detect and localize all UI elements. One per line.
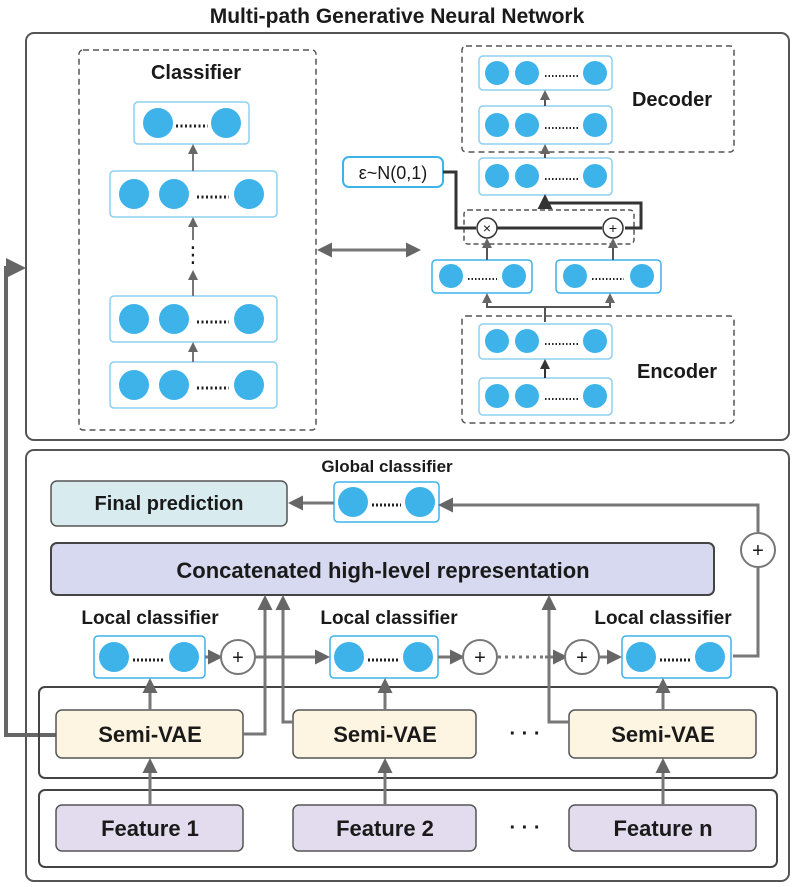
encoder-label: Encoder [637, 361, 717, 383]
noise-path [443, 170, 476, 230]
aggregate-plus-symbol: + [752, 540, 764, 562]
mu-layer [555, 259, 662, 294]
semi-vae-ellipsis: · · · [509, 723, 540, 745]
feature-ellipsis: · · · [509, 817, 540, 839]
decoder-group [461, 45, 735, 153]
local-classifier-2-label: Local classifier [320, 608, 458, 629]
classifier-label: Classifier [151, 62, 241, 84]
global-classifier-layer [333, 481, 440, 523]
local-classifier-1-layer [93, 635, 206, 679]
final-prediction-box [50, 480, 288, 527]
decoder-label: Decoder [632, 89, 712, 111]
classifier-hidden-layer-mid [109, 295, 278, 343]
encoder-hidden-layer [478, 323, 613, 360]
decoder-input-layer [478, 157, 613, 196]
semi-vae-3-label: Semi-VAE [611, 722, 715, 747]
feature-row-frame [38, 789, 778, 868]
feature-2-label: Feature 2 [336, 816, 434, 841]
semi-vae-2-label: Semi-VAE [333, 722, 437, 747]
classifier-input-layer [109, 361, 278, 409]
encoder-group [461, 315, 735, 424]
feature-n-label: Feature n [613, 816, 712, 841]
decoder-output-layer [478, 55, 613, 91]
concatenated-representation-box [50, 542, 715, 596]
semi-vae-to-concatenated-arrows [243, 595, 569, 736]
classifier-vertical-ellipsis: ⋮ [182, 242, 204, 267]
classifier-hidden-layer-top [109, 170, 278, 218]
concatenated-representation-label: Concatenated high-level representation [176, 558, 589, 583]
latent-arrows [482, 238, 618, 322]
local-plus-nodes: + + + [220, 639, 600, 675]
global-classifier-label: Global classifier [321, 457, 453, 476]
encoder-input-layer [478, 377, 613, 416]
local-classifier-3-label: Local classifier [594, 608, 732, 629]
semi-vae-detail-link-arrow [4, 258, 56, 737]
diagram-title: Multi-path Generative Neural Network [210, 5, 585, 28]
local-plus-symbol-1: + [232, 647, 244, 669]
local-classifier-1-label: Local classifier [81, 608, 219, 629]
feature-to-semi-vae-arrows [142, 758, 671, 805]
add-symbol: + [609, 220, 617, 236]
local-plus-node-1 [220, 639, 256, 675]
sigma-layer [431, 259, 533, 294]
feature-1-label: Feature 1 [101, 816, 199, 841]
reparam-group [463, 209, 635, 245]
local-classifier-2-layer [329, 635, 439, 679]
local-classifier-3-layer [621, 635, 732, 679]
right-aggregate-path [733, 568, 760, 658]
classifier-group [78, 49, 317, 431]
local-plus-symbol-2: + [474, 647, 486, 669]
local-plus-node-3 [564, 639, 600, 675]
final-prediction-label: Final prediction [95, 493, 244, 515]
decoder-hidden-layer [478, 105, 613, 145]
semi-vae-to-local-arrows [142, 678, 671, 710]
semi-vae-row-frame [38, 686, 778, 779]
classifier-layers: ⋮ [109, 101, 278, 409]
multiply-symbol: × [483, 220, 491, 236]
local-plus-node-2 [462, 639, 498, 675]
aggregate-plus-node [740, 532, 776, 568]
aggregate-to-global-arrow [438, 497, 760, 532]
noise-label: ε~N(0,1) [359, 163, 428, 183]
classifier-output-layer [133, 101, 250, 145]
semi-vae-1-label: Semi-VAE [98, 722, 202, 747]
local-plus-symbol-3: + [576, 647, 588, 669]
latent-to-decoder-path [537, 194, 643, 230]
